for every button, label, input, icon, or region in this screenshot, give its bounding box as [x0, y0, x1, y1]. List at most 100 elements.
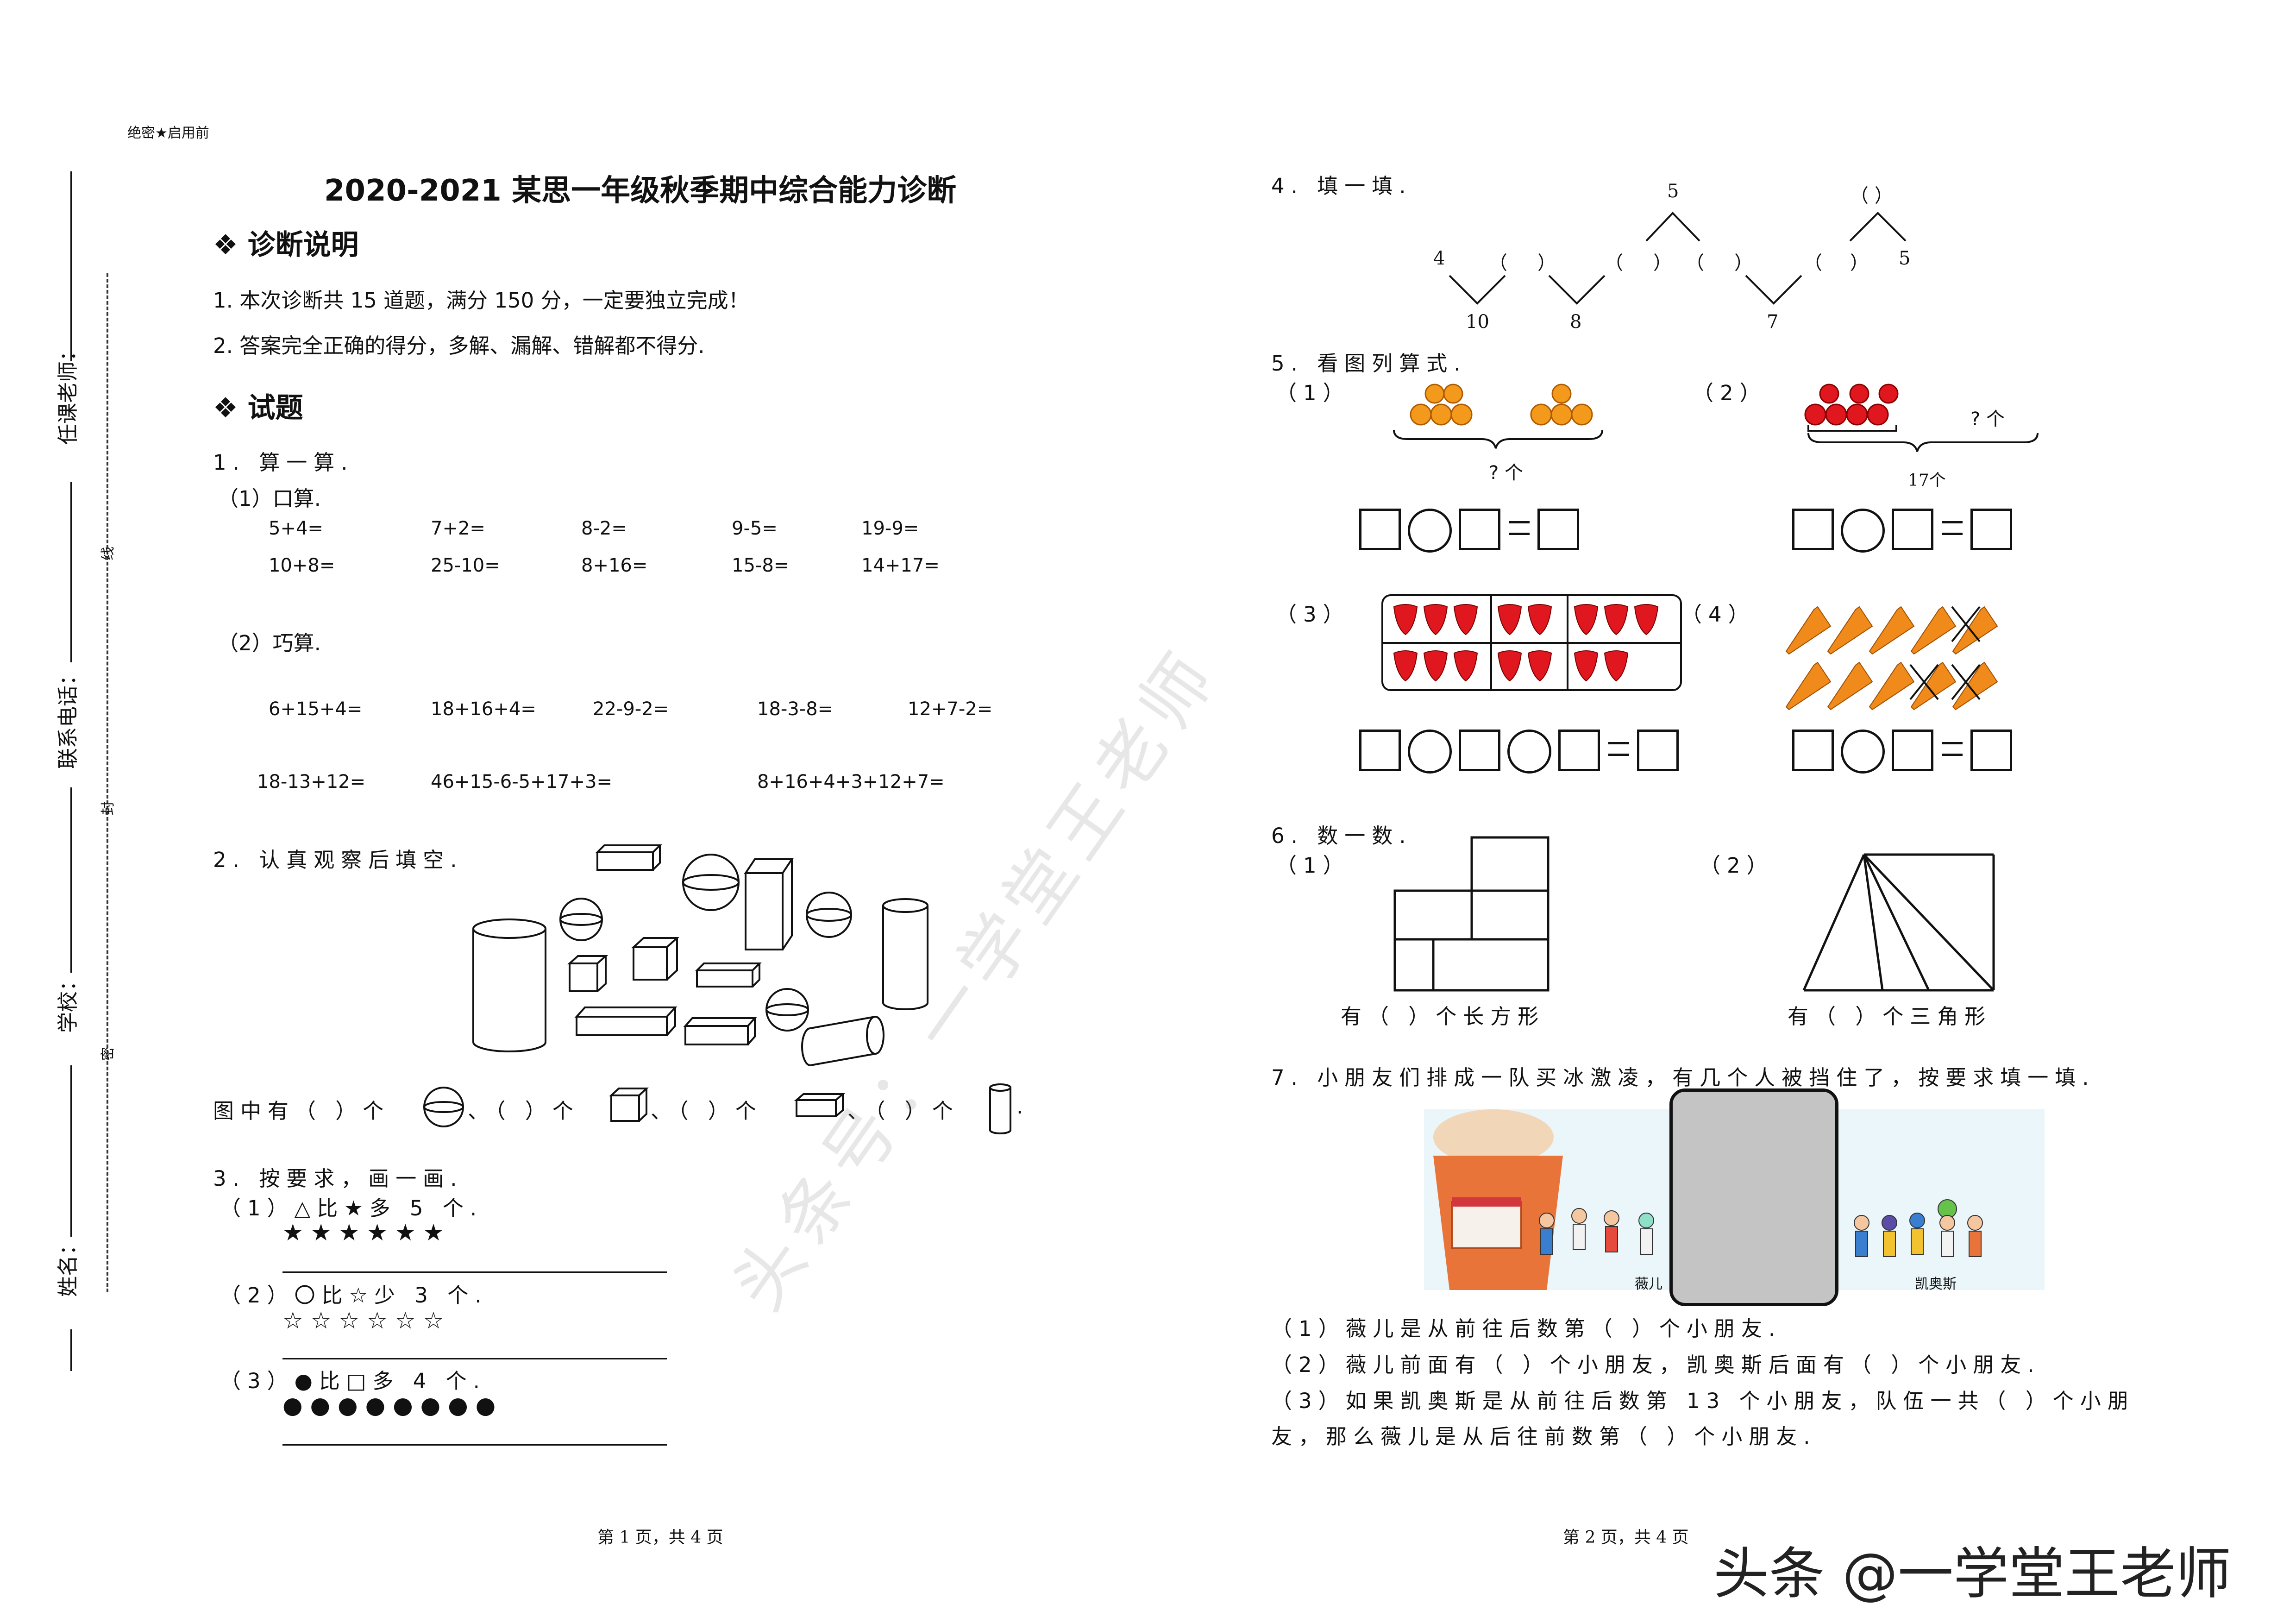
q5-2-total: 17个 — [1908, 471, 1946, 490]
q6-1-answer[interactable]: 有（ ）个长方形 — [1341, 1004, 1545, 1029]
q4-title: 4. 填一填. — [1271, 174, 1412, 198]
bond-blank[interactable]: ） — [1850, 252, 1869, 274]
q2-fill-3: 、（ ）个 — [651, 1099, 763, 1123]
oral-item: 8+16= — [581, 555, 648, 576]
q5-label-4: （4） — [1681, 602, 1756, 627]
section-instructions: ❖ 诊断说明 — [213, 229, 359, 261]
q3-3-dots: ● ● ● ● ● ● ● ● — [282, 1392, 496, 1419]
q3-1-stars: ★ ★ ★ ★ ★ ★ — [282, 1219, 444, 1246]
instruction-2: 2. 答案完全正确的得分，多解、漏解、错解都不得分. — [213, 333, 705, 358]
bond-blank[interactable]: ） — [1734, 252, 1753, 274]
clever-item: 6+15+4= — [269, 698, 363, 720]
clever-item: 22-9-2= — [593, 698, 669, 720]
carrot-group — [1785, 606, 1998, 711]
clever-item: 18+16+4= — [431, 698, 536, 720]
oral-item: 15-8= — [732, 555, 790, 576]
instruction-1: 1. 本次诊断共 15 道题，满分 150 分，一定要独立完成！ — [213, 288, 749, 313]
oral-item: 25-10= — [431, 555, 500, 576]
school-blank — [70, 1065, 72, 1237]
sphere — [682, 854, 740, 911]
secret-label: 绝密★启用前 — [127, 125, 209, 141]
brace-2b — [1807, 433, 2039, 452]
bond-number: 8 — [1570, 311, 1582, 333]
bond-blank[interactable]: ） — [1537, 252, 1556, 274]
teacher-blank — [70, 171, 72, 361]
page-1-footer: 第 1 页，共 4 页 — [597, 1528, 723, 1547]
bond-number: 10 — [1466, 311, 1489, 333]
cuboid-long — [574, 1007, 678, 1036]
cuboid-tall — [744, 858, 794, 950]
page-title: 2020-2021 某思一年级秋季期中综合能力诊断 — [324, 174, 957, 208]
oral-item: 10+8= — [269, 555, 335, 576]
q5-title: 5. 看图列算式. — [1271, 351, 1467, 376]
cylinder-lying — [801, 1016, 885, 1066]
q6-2-answer[interactable]: 有（ ）个三角形 — [1788, 1004, 1992, 1029]
bond-blank[interactable]: （ ） — [1850, 185, 1893, 207]
cylinder-right — [882, 898, 928, 1010]
q3-2-stars: ☆ ☆ ☆ ☆ ☆ ☆ — [282, 1307, 444, 1334]
q7-3b: 友，那么薇儿是从后往前数第（ ）个小朋友. — [1271, 1424, 1817, 1449]
q3-1: （1）△比★多 5 个. — [220, 1196, 483, 1220]
cross-marks — [1909, 606, 1981, 700]
brand-label: 头条 @一学堂王老师 — [1713, 1542, 2232, 1606]
apple-group — [1804, 384, 1899, 426]
brace-1 — [1393, 429, 1603, 449]
cube-icon — [609, 1088, 649, 1122]
q5-label-2: （2） — [1693, 381, 1767, 405]
cylinder-large — [472, 918, 546, 1052]
sphere — [806, 892, 852, 938]
name-blank — [70, 1329, 72, 1371]
q3-2-answer-line[interactable] — [282, 1358, 667, 1359]
bond-blank[interactable]: （ — [1489, 252, 1507, 274]
cuboid-icon — [794, 1093, 846, 1117]
sphere-icon — [423, 1087, 464, 1127]
name-kaiaosi: 凯奥斯 — [1915, 1276, 1957, 1292]
bond-number: 7 — [1767, 311, 1779, 333]
q7-title: 7. 小朋友们排成一队买冰激凌，有几个人被挡住了，按要求填一填. — [1271, 1065, 2095, 1090]
children-back — [1854, 1199, 1983, 1257]
rectangles-figure — [1393, 836, 1549, 992]
bond-blank[interactable]: ） — [1653, 252, 1672, 274]
q3-2: （2）〇比☆少 3 个. — [220, 1283, 488, 1308]
cube — [631, 937, 680, 981]
bond-number: 5 — [1899, 248, 1911, 269]
q3-title: 3. 按要求，画一画. — [213, 1166, 464, 1191]
q5-1-question: ? 个 — [1489, 462, 1523, 484]
clever-item: 18-3-8= — [757, 698, 834, 720]
oral-item: 14+17= — [861, 555, 940, 576]
name-weier: 薇儿 — [1635, 1276, 1662, 1292]
q3-3-answer-line[interactable] — [282, 1444, 667, 1446]
bond-blank[interactable]: （ — [1804, 252, 1822, 274]
clever-item: 18-13+12= — [257, 771, 366, 793]
cylinder-icon — [989, 1083, 1011, 1134]
bond-blank[interactable]: （ — [1686, 252, 1704, 274]
q7-2: （2）薇儿前面有（ ）个小朋友，凯奥斯后面有（ ）个小朋友. — [1271, 1352, 2041, 1377]
bond-blank[interactable]: （ — [1605, 252, 1623, 274]
q7-3a: （3）如果凯奥斯是从前往后数第 13 个小朋友，队伍一共（ ）个小朋 — [1271, 1389, 2135, 1413]
cuboid-small — [683, 1017, 757, 1045]
triangles-figure — [1802, 853, 1995, 992]
clever-item: 12+7-2= — [908, 698, 993, 720]
q1-2-title: （2）巧算. — [218, 631, 321, 655]
q2-fill-4: 、（ ）个 — [847, 1099, 960, 1123]
bond-number: 5 — [1667, 181, 1679, 202]
q2-fill-end: . — [1016, 1094, 1023, 1119]
cuboid-small — [695, 962, 762, 988]
q5-label-3: （3） — [1276, 602, 1350, 627]
q7-1: （1）薇儿是从前往后数第（ ）个小朋友. — [1271, 1316, 1782, 1341]
oral-item: 19-9= — [861, 518, 919, 539]
q6-label-2: （2） — [1700, 853, 1774, 878]
q3-1-answer-line[interactable] — [282, 1271, 667, 1273]
clever-item: 46+15-6-5+17+3= — [431, 771, 612, 793]
phone-blank — [70, 787, 72, 973]
cuboid-flat-top — [595, 844, 662, 871]
hidden-children-block — [1669, 1088, 1838, 1306]
strawberry-group — [1393, 604, 1659, 682]
section-questions: ❖ 试题 — [213, 392, 303, 424]
page-2-footer: 第 2 页，共 4 页 — [1563, 1528, 1689, 1547]
q3-3: （3）●比□多 4 个. — [220, 1369, 486, 1393]
sphere — [765, 988, 809, 1032]
